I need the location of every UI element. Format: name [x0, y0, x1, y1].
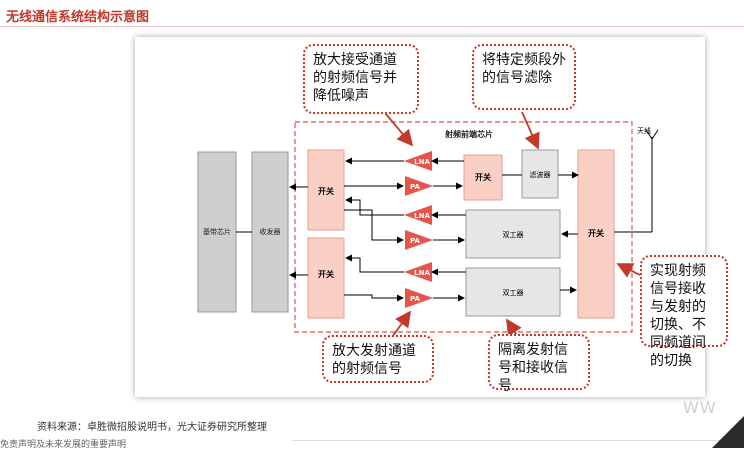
mid-switch-label: 开关 — [475, 172, 491, 182]
lna-1 — [404, 151, 432, 171]
duplexer-2 — [465, 267, 561, 317]
lna-3-label: LNA — [414, 269, 430, 277]
lna-2 — [404, 205, 432, 225]
baseband-label: 基带芯片 — [203, 227, 231, 236]
right-switch-label: 开关 — [588, 228, 604, 238]
corner-decoration — [712, 416, 744, 448]
callout-switch: 实现射频信号接收与发射的切换、不同频道间的切换 — [640, 255, 728, 369]
watermark: WW — [683, 398, 717, 417]
pa-1-label: PA — [410, 183, 420, 191]
pa-1 — [405, 176, 433, 196]
filter — [521, 149, 559, 199]
callout-duplexer: 隔离发射信号和接收信号 — [488, 334, 590, 394]
footer-divider — [292, 440, 722, 441]
right-switch — [577, 149, 615, 319]
rf-chip-boundary — [294, 121, 633, 333]
duplexer-1-label: 双工器 — [503, 231, 524, 239]
pa-3-label: PA — [410, 295, 420, 303]
left-switch-top-label: 开关 — [318, 186, 334, 196]
left-switch-bottom — [307, 237, 345, 319]
left-switch-top — [307, 149, 345, 231]
antenna-label: 天线 — [637, 126, 651, 135]
transceiver-label: 收发器 — [260, 227, 281, 236]
mid-switch — [463, 154, 503, 201]
lna-2-label: LNA — [414, 212, 430, 220]
pa-3 — [405, 288, 433, 308]
duplexer-2-label: 双工器 — [503, 289, 524, 297]
callout-filter: 将特定频段外的信号滤除 — [472, 44, 576, 110]
callout-lna: 放大接受通道的射频信号并降低噪声 — [303, 44, 419, 114]
page-title: 无线通信系统结构示意图 — [6, 10, 150, 25]
callout-pa: 放大发射通道的射频信号 — [322, 335, 434, 383]
title-divider — [0, 26, 744, 27]
signal-lines — [344, 157, 579, 302]
antenna-icon — [645, 129, 659, 140]
pa-2 — [405, 230, 433, 250]
rf-chip-label: 射频前端芯片 — [444, 129, 493, 139]
source-note: 资料来源：卓胜微招股说明书，光大证券研究所整理 — [37, 422, 267, 433]
lna-1-label: LNA — [414, 158, 430, 166]
footer-text: 免责声明及未来发展的重要声明 — [0, 440, 127, 450]
pa-2-label: PA — [410, 237, 420, 245]
left-switch-bottom-label: 开关 — [318, 269, 334, 279]
filter-label: 滤波器 — [530, 170, 551, 179]
lna-3 — [404, 262, 432, 282]
duplexer-1 — [465, 209, 561, 259]
transceiver — [251, 151, 289, 313]
